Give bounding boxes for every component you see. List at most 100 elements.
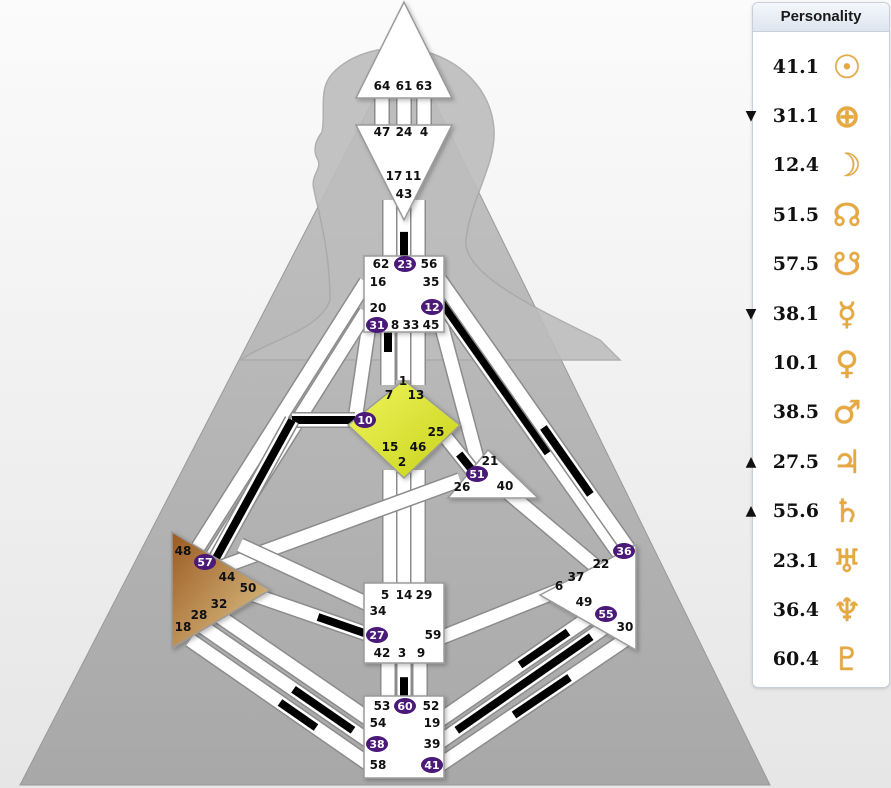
- gate-13: 13: [408, 388, 425, 402]
- personality-row: 23.1♅: [753, 536, 889, 585]
- gate-22: 22: [593, 557, 610, 571]
- gate-number: 61: [396, 79, 413, 93]
- gate-number: 5: [381, 588, 389, 602]
- personality-row: 12.4☽: [753, 141, 889, 190]
- gate-number: 36: [616, 545, 632, 558]
- jupiter-icon: ♃: [832, 442, 862, 481]
- channel-16-48: [183, 277, 373, 565]
- gate-activation-marker: [421, 757, 443, 773]
- channel-45-21: [432, 317, 488, 473]
- gate-number: 22: [593, 557, 610, 571]
- saturn-icon: ♄: [832, 492, 862, 531]
- gate-61: 61: [396, 79, 413, 93]
- gate-number: 63: [416, 79, 433, 93]
- personality-row: 36.4♆: [753, 585, 889, 634]
- channel-35-36: [433, 275, 635, 553]
- gate-44: 44: [219, 570, 236, 584]
- gate-line-value: 31.1: [772, 105, 819, 128]
- gate-number: 53: [374, 699, 391, 713]
- gate-number: 15: [382, 440, 399, 454]
- gate-line-value: 36.4: [772, 598, 819, 621]
- gate-number: 59: [425, 628, 442, 642]
- gate-6: 6: [555, 579, 563, 593]
- gate-25: 25: [428, 425, 445, 439]
- gate-number: 31: [369, 319, 384, 332]
- gate-51: 51: [466, 466, 488, 482]
- personality-panel: Personality 41.1☉▼31.1⊕12.4☽51.5☊57.5☋▼3…: [746, 2, 890, 688]
- personality-row: 41.1☉: [753, 42, 889, 91]
- channel-34-20: [236, 537, 374, 613]
- gate-number: 19: [424, 716, 441, 730]
- gate-number: 60: [397, 700, 413, 713]
- solar-plexus-center: [538, 543, 637, 652]
- gate-20: 20: [370, 301, 387, 315]
- gate-43: 43: [396, 187, 413, 201]
- gate-59: 59: [425, 628, 442, 642]
- gate-number: 28: [191, 608, 208, 622]
- gate-number: 11: [405, 169, 422, 183]
- channel-12-22: [433, 295, 627, 560]
- gate-number: 13: [408, 388, 425, 402]
- line-arrow: ▲: [745, 453, 757, 470]
- gate-38: 38: [366, 736, 388, 752]
- uranus-icon: ♅: [832, 541, 862, 580]
- gate-42: 42: [374, 646, 391, 660]
- gate-4: 4: [420, 125, 428, 139]
- personality-row: 60.4♇: [753, 635, 889, 684]
- sacral-center: [363, 582, 445, 664]
- personality-row: ▼38.1☿: [746, 289, 889, 338]
- gate-18: 18: [175, 620, 192, 634]
- gate-36: 36: [613, 543, 635, 559]
- gate-number: 14: [396, 588, 413, 602]
- gate-48: 48: [175, 544, 192, 558]
- gate-32: 32: [211, 597, 228, 611]
- gate-10: 10: [354, 412, 376, 428]
- gate-number: 54: [370, 716, 387, 730]
- gate-19: 19: [424, 716, 441, 730]
- gate-number: 42: [374, 646, 391, 660]
- gate-number: 4: [420, 125, 428, 139]
- gate-activation-marker: [613, 543, 635, 559]
- south-node-icon: ☋: [832, 245, 862, 284]
- pluto-icon: ♇: [832, 640, 862, 679]
- gate-49: 49: [576, 595, 593, 609]
- head-center: [354, 0, 454, 99]
- gate-number: 16: [370, 275, 387, 289]
- gate-39: 39: [424, 737, 441, 751]
- gate-30: 30: [617, 620, 634, 634]
- gate-number: 50: [240, 581, 257, 595]
- personality-row: ▼31.1⊕: [746, 91, 889, 140]
- gate-3: 3: [398, 646, 406, 660]
- gate-53: 53: [374, 699, 391, 713]
- gate-activation-marker: [354, 412, 376, 428]
- gate-7: 7: [385, 388, 393, 402]
- gate-activation-marker: [366, 317, 388, 333]
- personality-row: ▲27.5♃: [746, 437, 889, 486]
- gate-2: 2: [398, 455, 406, 469]
- gate-number: 8: [391, 318, 399, 332]
- gate-41: 41: [421, 757, 443, 773]
- gate-46: 46: [410, 440, 427, 454]
- gate-number: 47: [374, 125, 391, 139]
- gate-activation-marker: [466, 466, 488, 482]
- gate-24: 24: [396, 125, 413, 139]
- gate-number: 24: [396, 125, 413, 139]
- mars-icon: ♂: [832, 393, 862, 432]
- gate-number: 35: [423, 275, 440, 289]
- moon-icon: ☽: [832, 146, 862, 185]
- gate-number: 30: [617, 620, 634, 634]
- mercury-icon: ☿: [837, 294, 857, 333]
- gate-line-value: 38.1: [772, 302, 819, 325]
- gate-activation-marker: [421, 299, 443, 315]
- gate-number: 57: [197, 556, 212, 569]
- gate-26: 26: [454, 480, 471, 494]
- gate-33: 33: [403, 318, 420, 332]
- gate-number: 40: [497, 479, 514, 493]
- gate-52: 52: [423, 699, 440, 713]
- gate-37: 37: [568, 570, 585, 584]
- channel-10-20: [347, 316, 378, 422]
- gate-8: 8: [391, 318, 399, 332]
- gate-60: 60: [394, 698, 416, 714]
- personality-row: 57.5☋: [753, 240, 889, 289]
